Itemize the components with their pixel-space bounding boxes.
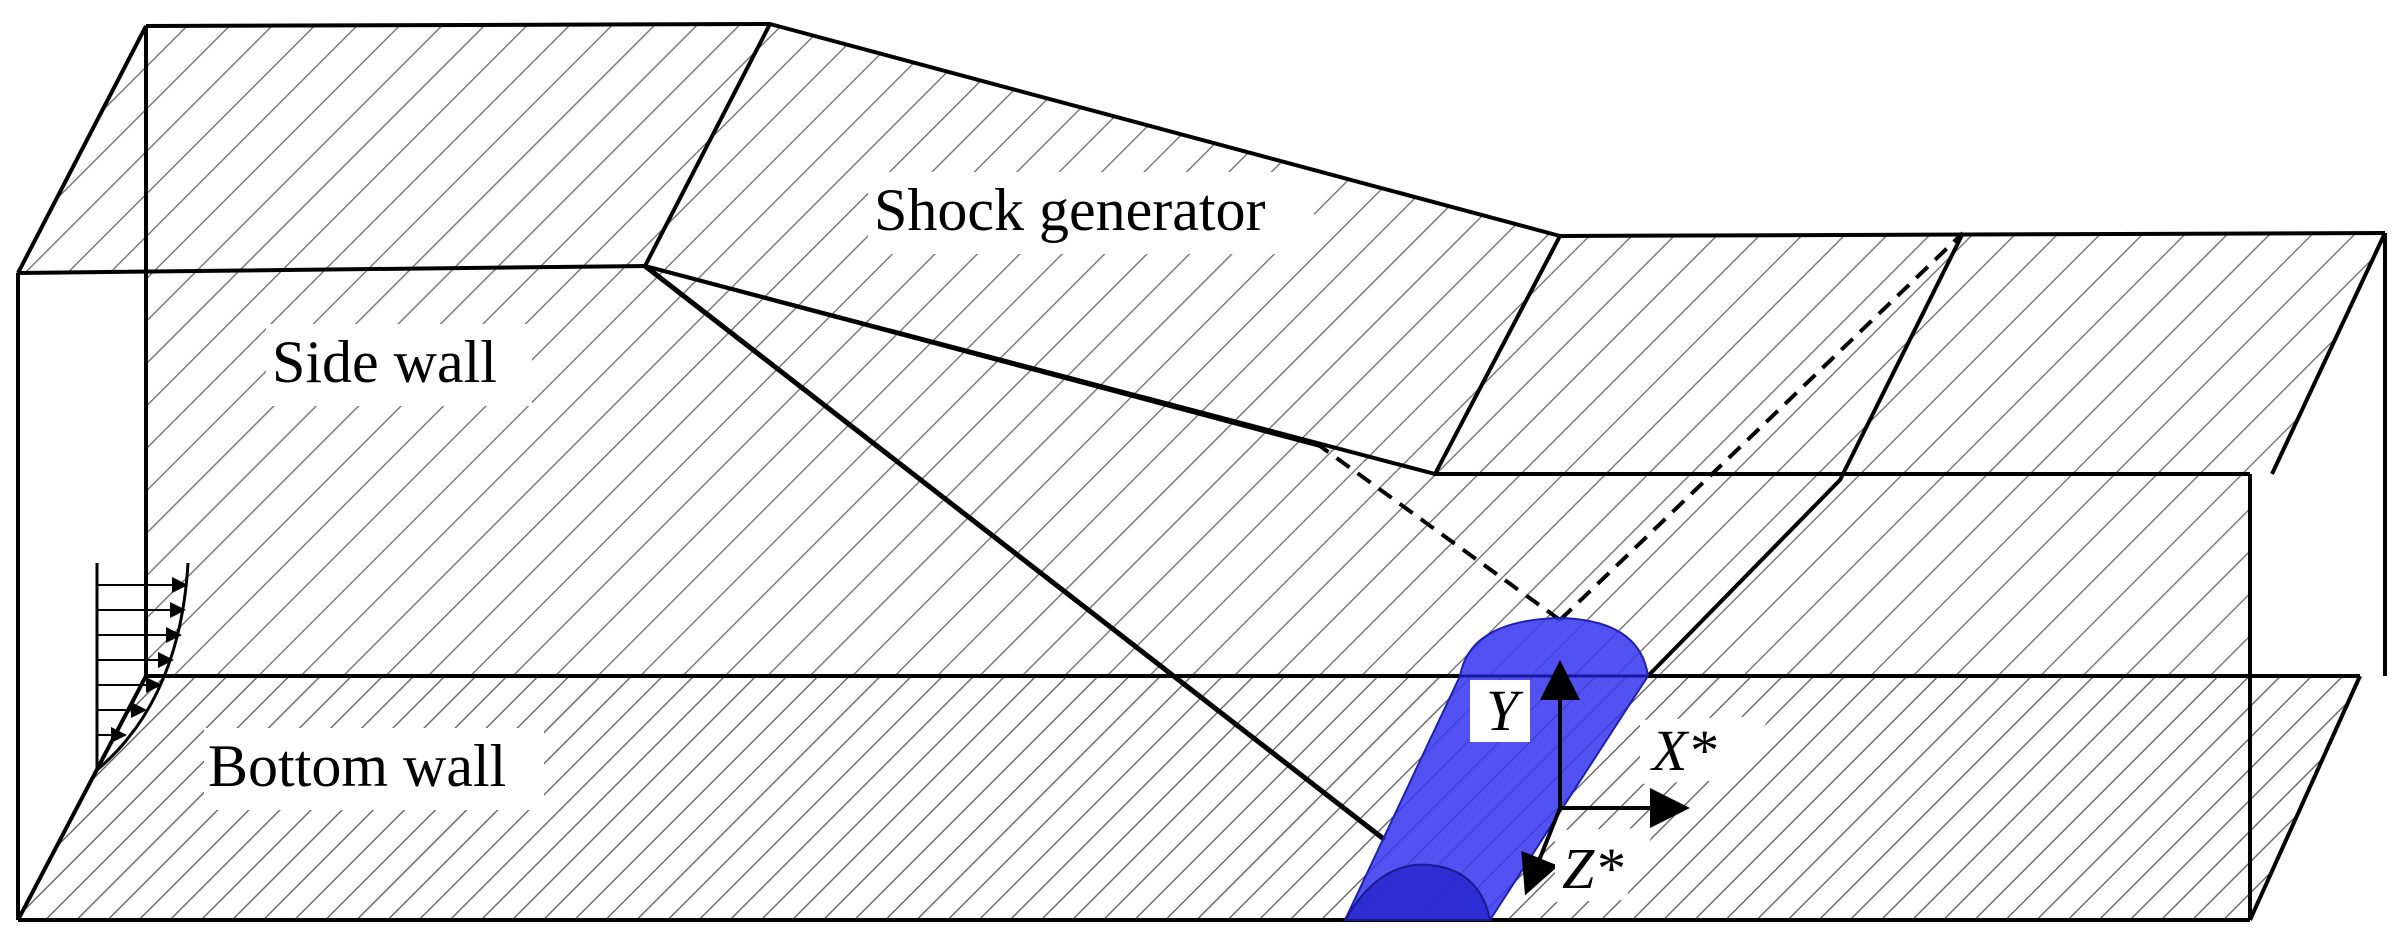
incident-shock-upper-line (644, 264, 1321, 448)
coordinate-axes (1521, 660, 1690, 896)
svg-text:Shock generator: Shock generator (874, 177, 1266, 243)
label-axis-x: X* (1640, 716, 1770, 784)
channel-outline (16, 22, 2387, 922)
svg-text:Y: Y (1486, 678, 1524, 743)
label-side-wall: Side wall (266, 324, 532, 406)
svg-text:Side wall: Side wall (272, 329, 497, 395)
label-axis-y: Y (1470, 678, 1530, 743)
label-axis-z: Z* (1555, 828, 1655, 902)
velocity-profile (95, 562, 190, 772)
incident-shock-line (643, 264, 1387, 842)
dashed-shock-right (1558, 231, 1965, 622)
side-wall-surface (146, 266, 2250, 676)
z-axis-arrow (1521, 807, 1562, 896)
label-bottom-wall: Bottom wall (204, 728, 544, 810)
label-shock-generator: Shock generator (868, 172, 1314, 254)
bottom-wall-surface (18, 676, 2360, 920)
svg-text:Bottom wall: Bottom wall (208, 733, 506, 799)
reflected-shock-line (1646, 232, 1965, 678)
left-face-surface (18, 273, 146, 920)
svg-text:X*: X* (1650, 718, 1716, 783)
dashed-shock-left (1318, 444, 1562, 622)
svg-text:Z*: Z* (1562, 836, 1623, 901)
